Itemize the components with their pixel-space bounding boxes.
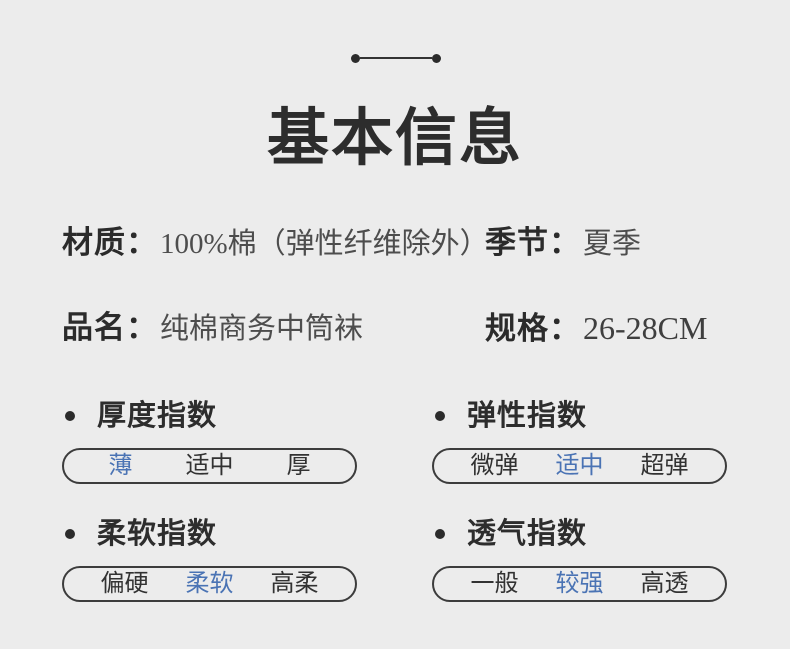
pill-option: 柔软 bbox=[185, 571, 234, 597]
pill-option: 高透 bbox=[640, 571, 689, 597]
index-card-softness: 柔软指数 偏硬 柔软 高柔 bbox=[62, 517, 357, 602]
info-label-season: 季节： bbox=[485, 225, 581, 260]
pill-option: 高柔 bbox=[270, 571, 319, 597]
index-card-thickness: 厚度指数 薄 适中 厚 bbox=[62, 399, 357, 484]
index-title: 厚度指数 bbox=[97, 400, 218, 432]
info-value-material: 100%棉（弹性纤维除外） bbox=[160, 228, 489, 260]
index-card-header: 弹性指数 bbox=[432, 399, 727, 433]
index-pill: 一般 较强 高透 bbox=[432, 566, 727, 602]
index-pill: 微弹 适中 超弹 bbox=[432, 448, 727, 484]
bullet-icon bbox=[65, 411, 75, 421]
page-title: 基本信息 bbox=[266, 104, 523, 173]
pill-option: 超弹 bbox=[640, 453, 689, 479]
index-pill: 薄 适中 厚 bbox=[62, 448, 357, 484]
index-card-breathability: 透气指数 一般 较强 高透 bbox=[432, 517, 727, 602]
index-card-header: 厚度指数 bbox=[62, 399, 357, 433]
info-label-product-name: 品名： bbox=[62, 310, 158, 345]
info-row-material-season: 材质：100%棉（弹性纤维除外） 季节：夏季 bbox=[0, 224, 790, 264]
bullet-icon bbox=[435, 411, 445, 421]
index-title: 柔软指数 bbox=[97, 518, 218, 550]
title-divider bbox=[351, 53, 441, 63]
divider-dot-left-icon bbox=[351, 53, 360, 63]
info-label-material: 材质： bbox=[62, 225, 158, 260]
pill-option: 微弹 bbox=[470, 453, 519, 479]
info-item-spec: 规格：26-28CM bbox=[485, 309, 707, 348]
pill-option: 厚 bbox=[286, 453, 311, 479]
pill-option: 适中 bbox=[555, 453, 604, 479]
info-value-product-name: 纯棉商务中筒袜 bbox=[160, 313, 364, 345]
bullet-icon bbox=[65, 529, 75, 539]
info-value-spec: 26-28CM bbox=[583, 310, 708, 346]
info-value-season: 夏季 bbox=[583, 228, 642, 260]
pill-option: 薄 bbox=[108, 453, 133, 479]
index-card-header: 透气指数 bbox=[432, 517, 727, 551]
pill-option: 一般 bbox=[470, 571, 519, 597]
info-row-name-spec: 品名：纯棉商务中筒袜 规格：26-28CM bbox=[0, 309, 790, 349]
index-title: 弹性指数 bbox=[467, 400, 588, 432]
pill-option: 适中 bbox=[185, 453, 234, 479]
info-label-spec: 规格： bbox=[485, 311, 581, 346]
info-item-material: 材质：100%棉（弹性纤维除外） bbox=[62, 224, 489, 263]
index-title: 透气指数 bbox=[467, 518, 588, 550]
index-card-elasticity: 弹性指数 微弹 适中 超弹 bbox=[432, 399, 727, 484]
pill-option: 偏硬 bbox=[100, 571, 149, 597]
info-item-season: 季节：夏季 bbox=[485, 224, 641, 263]
index-card-header: 柔软指数 bbox=[62, 517, 357, 551]
divider-line bbox=[360, 57, 432, 59]
index-pill: 偏硬 柔软 高柔 bbox=[62, 566, 357, 602]
info-item-product-name: 品名：纯棉商务中筒袜 bbox=[62, 309, 363, 348]
pill-option: 较强 bbox=[555, 571, 604, 597]
divider-dot-right-icon bbox=[432, 53, 441, 63]
bullet-icon bbox=[435, 529, 445, 539]
